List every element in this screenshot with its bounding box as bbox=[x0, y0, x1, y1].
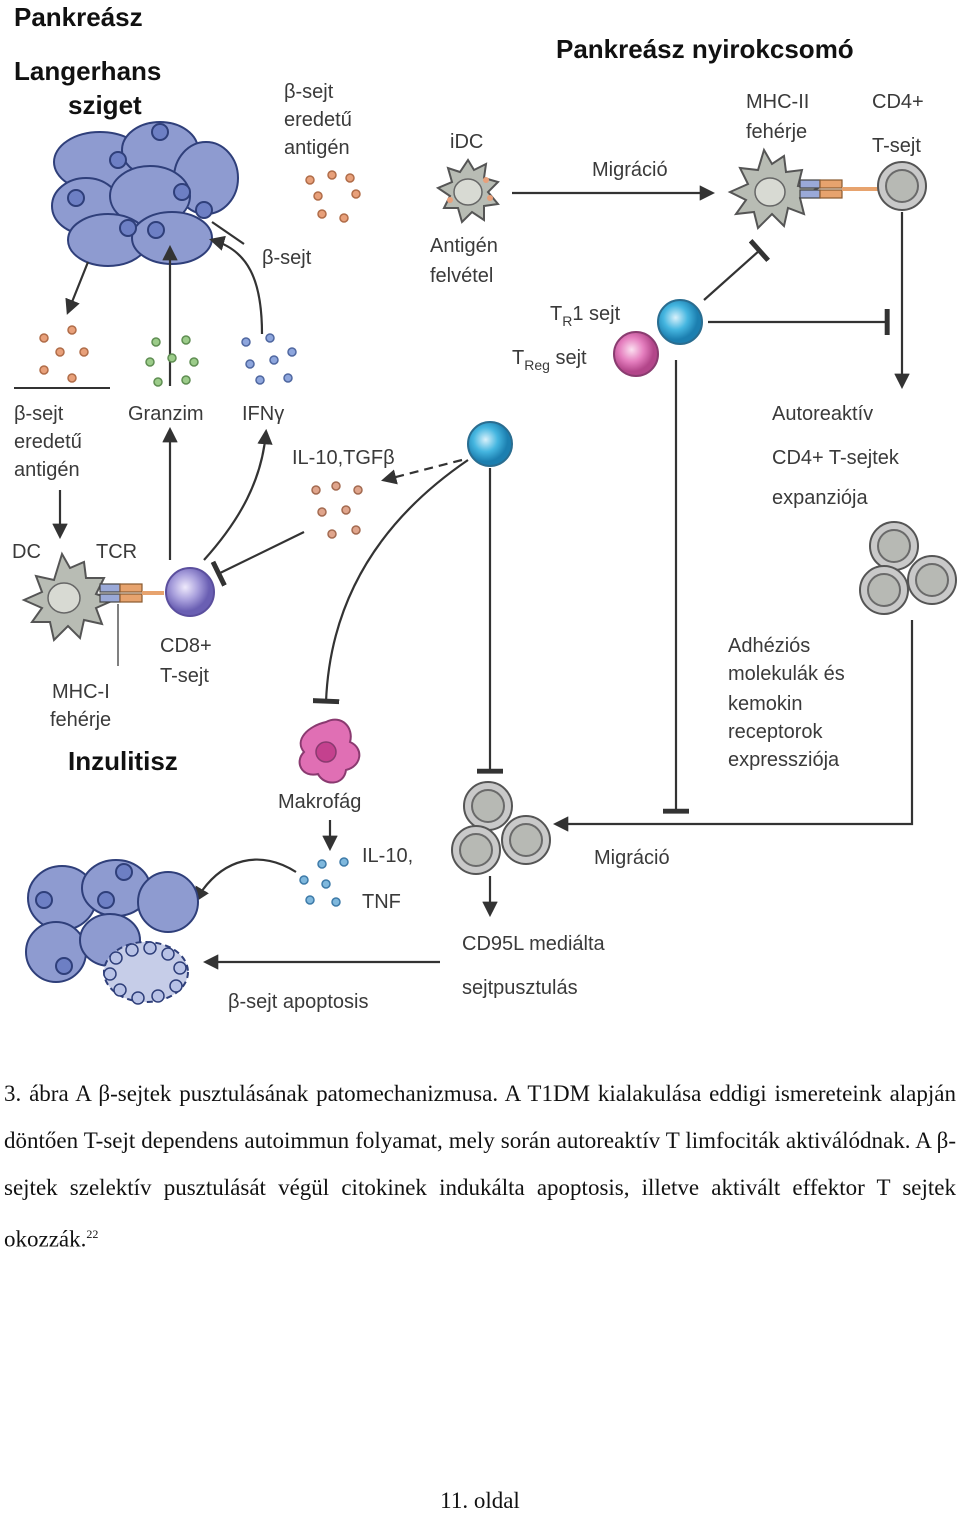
migration-bottom-arrow bbox=[552, 620, 914, 832]
il10-tgfb-dots bbox=[311, 481, 363, 539]
expanded-cd4-t-cells bbox=[859, 521, 957, 615]
beta-antigen-label-1: β-sejt bbox=[284, 81, 334, 103]
islet-antigen-arrow bbox=[65, 261, 90, 315]
granzyme-label: Granzim bbox=[128, 403, 204, 425]
il10-tnf-label-1: IL-10, bbox=[362, 845, 413, 867]
cd8-ifng-arrow bbox=[203, 428, 273, 561]
mhc2-label-1: MHC-II bbox=[746, 91, 809, 113]
autoreactive-label-1: Autoreaktív bbox=[772, 403, 873, 425]
autoreactive-label-2: CD4+ T-sejtek bbox=[772, 447, 900, 469]
il10-tnf-dots bbox=[299, 857, 349, 907]
immature-dendritic-cell bbox=[435, 158, 500, 224]
langerhans-heading-2: sziget bbox=[68, 90, 142, 120]
dendritic-cell-insulitis bbox=[21, 551, 164, 642]
mature-dendritic-cell bbox=[727, 147, 878, 230]
granzyme-dots bbox=[145, 335, 199, 387]
damaged-islet bbox=[25, 859, 199, 1005]
cytokine-inhibit-cd8 bbox=[210, 531, 305, 587]
uptake-label-2: felvétel bbox=[430, 265, 493, 287]
cd8-label-2: T-sejt bbox=[160, 665, 209, 687]
mhc2-label-2: fehérje bbox=[746, 121, 807, 143]
caption-reference: 22 bbox=[86, 1227, 99, 1241]
il10-tnf-label-2: TNF bbox=[362, 891, 401, 913]
il10-tgfb-label: IL-10,TGFβ bbox=[292, 447, 395, 469]
cd95l-label-2: sejtpusztulás bbox=[462, 977, 578, 999]
langerhans-islet bbox=[51, 121, 239, 267]
beta-antigen-label-3: antigén bbox=[284, 137, 350, 159]
ifng-dots bbox=[241, 333, 297, 385]
ifng-arrow bbox=[209, 235, 264, 335]
macrophage-cell bbox=[298, 718, 361, 784]
apoptosis-label: β-sejt apoptosis bbox=[228, 991, 368, 1013]
tr1-cytokine-arrow bbox=[381, 458, 463, 485]
pancreas-heading: Pankreász bbox=[14, 2, 143, 32]
uptake-label-1: Antigén bbox=[430, 235, 498, 257]
idc-label: iDC bbox=[450, 131, 483, 153]
cd95l-label-1: CD95L mediálta bbox=[462, 933, 606, 955]
adhesion-label-2: molekulák és bbox=[728, 663, 845, 685]
tr1-label: TR1 sejt bbox=[550, 303, 621, 329]
tcr-label: TCR bbox=[96, 541, 137, 563]
treg-label: TReg sejt bbox=[512, 347, 587, 373]
left-antigen-label-2: eredetű bbox=[14, 431, 82, 453]
cd4-t-cell bbox=[877, 161, 927, 211]
tr1-cell bbox=[657, 299, 703, 345]
lymph-node-heading: Pankreász nyirokcsomó bbox=[556, 34, 854, 64]
left-antigen-label-3: antigén bbox=[14, 459, 80, 481]
langerhans-heading-1: Langerhans bbox=[14, 56, 161, 86]
cytokine-to-islet-arrow bbox=[194, 858, 297, 903]
beta-cell-pointer bbox=[211, 221, 245, 245]
macrophage-label: Makrofág bbox=[278, 791, 361, 813]
migration-top-label: Migráció bbox=[592, 159, 668, 181]
tr1-inhibit-dc bbox=[703, 239, 771, 301]
cd4-label-2: T-sejt bbox=[872, 135, 921, 157]
ifng-label: IFNγ bbox=[242, 403, 284, 425]
figure-caption: 3. ábra A β-sejtek pusztulásának patomec… bbox=[4, 1070, 956, 1263]
caption-text: 3. ábra A β-sejtek pusztulásának patomec… bbox=[4, 1081, 956, 1252]
dc-label: DC bbox=[12, 541, 41, 563]
pathomechanism-diagram: Pankreász Langerhans sziget Pankreász ny… bbox=[12, 2, 957, 1013]
adhesion-label-3: kemokin bbox=[728, 693, 802, 715]
beta-antigen-label-2: eredetű bbox=[284, 109, 352, 131]
cd4-label-1: CD4+ bbox=[872, 91, 924, 113]
effector-t-cells bbox=[451, 781, 551, 875]
cd8-label-1: CD8+ bbox=[160, 635, 212, 657]
beta-cell-label: β-sejt bbox=[262, 247, 312, 269]
antigen-dots-top bbox=[305, 170, 361, 223]
insulitis-heading: Inzulitisz bbox=[68, 746, 178, 776]
tr1-cell-middle bbox=[467, 421, 513, 467]
mhc1-label-2: fehérje bbox=[50, 709, 111, 731]
left-antigen-label-1: β-sejt bbox=[14, 403, 64, 425]
treg-cell bbox=[613, 331, 659, 377]
autoreactive-label-3: expanziója bbox=[772, 487, 869, 509]
antigen-dots-left bbox=[39, 325, 89, 383]
adhesion-label-5: expressziója bbox=[728, 749, 840, 771]
migration-bottom-label: Migráció bbox=[594, 847, 670, 869]
mhc1-label-1: MHC-I bbox=[52, 681, 110, 703]
tr1-inhibit-macrophage bbox=[312, 459, 469, 705]
adhesion-label-4: receptorok bbox=[728, 721, 823, 743]
page-number: 11. oldal bbox=[440, 1488, 520, 1513]
cd8-t-cell bbox=[165, 567, 215, 617]
adhesion-label-1: Adhéziós bbox=[728, 635, 810, 657]
